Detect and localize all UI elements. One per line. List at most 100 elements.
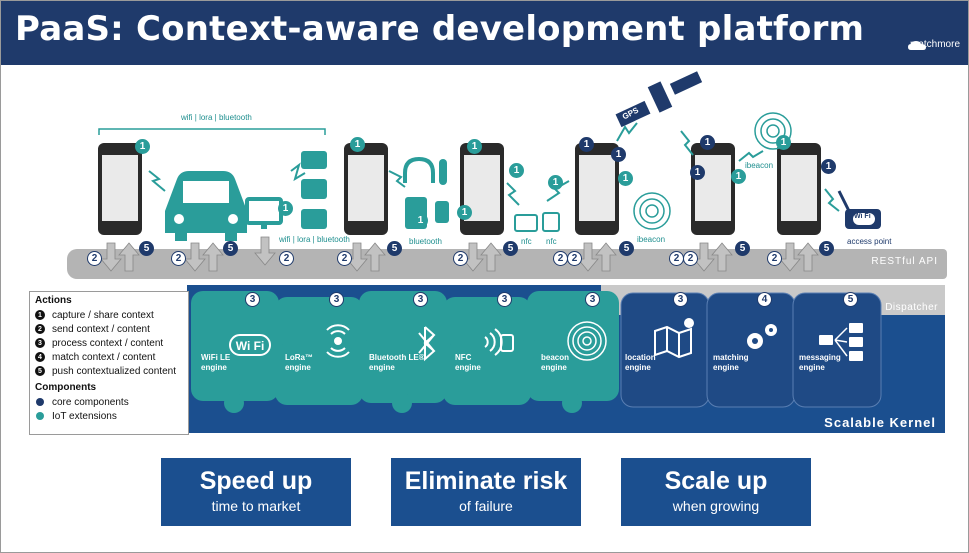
engine-tile-nfc — [443, 297, 531, 405]
step-badge: 3 — [585, 292, 600, 307]
smartphone-icon — [691, 143, 735, 235]
puzzle-knob — [562, 393, 582, 413]
legend-action-row: 5 push contextualized content — [35, 364, 188, 378]
step-badge: 2 — [337, 251, 352, 266]
step-badge: 2 — [87, 251, 102, 266]
engine-tiles — [191, 291, 882, 413]
legend-components-title: Components — [35, 382, 97, 393]
legend-component-text: IoT extensions — [52, 410, 117, 422]
nfc-tag-icon — [542, 212, 560, 232]
legend-component-row: core components — [35, 395, 188, 409]
engine-label-line1: WiFi LE — [201, 353, 231, 362]
step-badge: 2 — [279, 251, 294, 266]
scale-up-subtitle: when growing — [672, 498, 760, 514]
lightning-links — [148, 122, 840, 212]
step-badge: 2 — [453, 251, 468, 266]
legend-actions-title: Actions — [35, 295, 72, 306]
smartphone-icon — [460, 143, 504, 235]
speed-up-subtitle: time to market — [211, 498, 301, 514]
step-badge: 3 — [673, 292, 688, 307]
engine-label-line2: engine — [541, 363, 567, 372]
nfc-label-1: nfc — [521, 237, 532, 246]
engine-label-line1: LoRa™ — [285, 353, 313, 362]
restful-api-label: RESTful API — [871, 256, 938, 267]
speed-up-title: Speed up — [199, 467, 313, 495]
eliminate-risk-subtitle: of failure — [459, 498, 513, 514]
legend-step-number: 5 — [35, 366, 45, 376]
step-badge: 3 — [245, 292, 260, 307]
step-badge: 1 — [467, 139, 482, 154]
nfc-icon — [484, 328, 514, 356]
gps-satellite-icon — [615, 71, 703, 128]
dispatcher-label: Dispatcher — [885, 302, 938, 313]
puzzle-knob — [267, 343, 287, 363]
step-badge: 5 — [735, 241, 750, 256]
engine-label-line2: engine — [713, 363, 739, 372]
step-badge: 1 — [579, 137, 594, 152]
brand-logo-text: matchmore — [909, 39, 960, 50]
camera-icon — [301, 209, 327, 229]
step-badge: 3 — [329, 292, 344, 307]
step-badge: 2 — [567, 251, 582, 266]
wifi-badge-label: Wi Fi — [854, 213, 871, 220]
beacon-icon — [567, 321, 607, 361]
smartphone-icon — [98, 143, 142, 235]
title-bar: PaaS: Context-aware development platform… — [1, 1, 968, 65]
engine-label-line2: engine — [201, 363, 227, 372]
ibeacon-label-1: ibeacon — [637, 235, 666, 244]
eliminate-risk-tile: Eliminate risk of failure — [391, 458, 581, 526]
nfc-label-2: nfc — [546, 237, 557, 246]
legend-action-text: send context / content — [52, 323, 150, 335]
step-badge: 1 — [135, 139, 150, 154]
bluetooth-icon — [418, 326, 436, 362]
engine-label-line1: matching — [713, 353, 749, 362]
puzzle-knob — [519, 339, 539, 359]
puzzle-knob — [351, 339, 371, 359]
legend-action-text: push contextualized content — [52, 365, 176, 377]
engine-tile-messaging — [792, 292, 882, 408]
step-badge: 5 — [387, 241, 402, 256]
engine-tile-lora — [275, 297, 363, 405]
step-badge: 1 — [413, 213, 428, 228]
nfc-card-icon — [514, 214, 538, 232]
legend-component-text: core components — [52, 396, 129, 408]
step-badge: 1 — [776, 135, 791, 150]
speed-up-tile: Speed up time to market — [161, 458, 351, 526]
legend-step-number: 3 — [35, 338, 45, 348]
smartphone-icon — [344, 143, 388, 235]
wireless-top-label: wifi | lora | bluetooth — [181, 113, 252, 122]
engine-label-line2: engine — [369, 363, 395, 372]
legend-color-swatch — [36, 398, 44, 406]
legend-action-text: match context / content — [52, 351, 156, 363]
engine-label-line2: engine — [625, 363, 651, 372]
watch-icon — [435, 201, 449, 223]
radio-icon — [301, 179, 327, 199]
step-badge: 1 — [690, 165, 705, 180]
engine-label-line2: engine — [455, 363, 481, 372]
step-badge: 5 — [843, 292, 858, 307]
engine-label-line1: beacon — [541, 353, 570, 362]
step-badge: 2 — [669, 251, 684, 266]
access-point-label: access point — [847, 237, 892, 246]
step-badge: 1 — [509, 163, 524, 178]
engine-tile-location — [620, 292, 710, 408]
messaging-envelopes-icon — [819, 323, 863, 361]
smartphone-icon — [777, 143, 821, 235]
step-badge: 4 — [757, 292, 772, 307]
wifi-le-icon: Wi Fi — [229, 334, 271, 356]
step-badge: 1 — [611, 147, 626, 162]
legend-component-row: IoT extensions — [35, 409, 188, 423]
step-badge: 3 — [413, 292, 428, 307]
step-badge: 2 — [553, 251, 568, 266]
